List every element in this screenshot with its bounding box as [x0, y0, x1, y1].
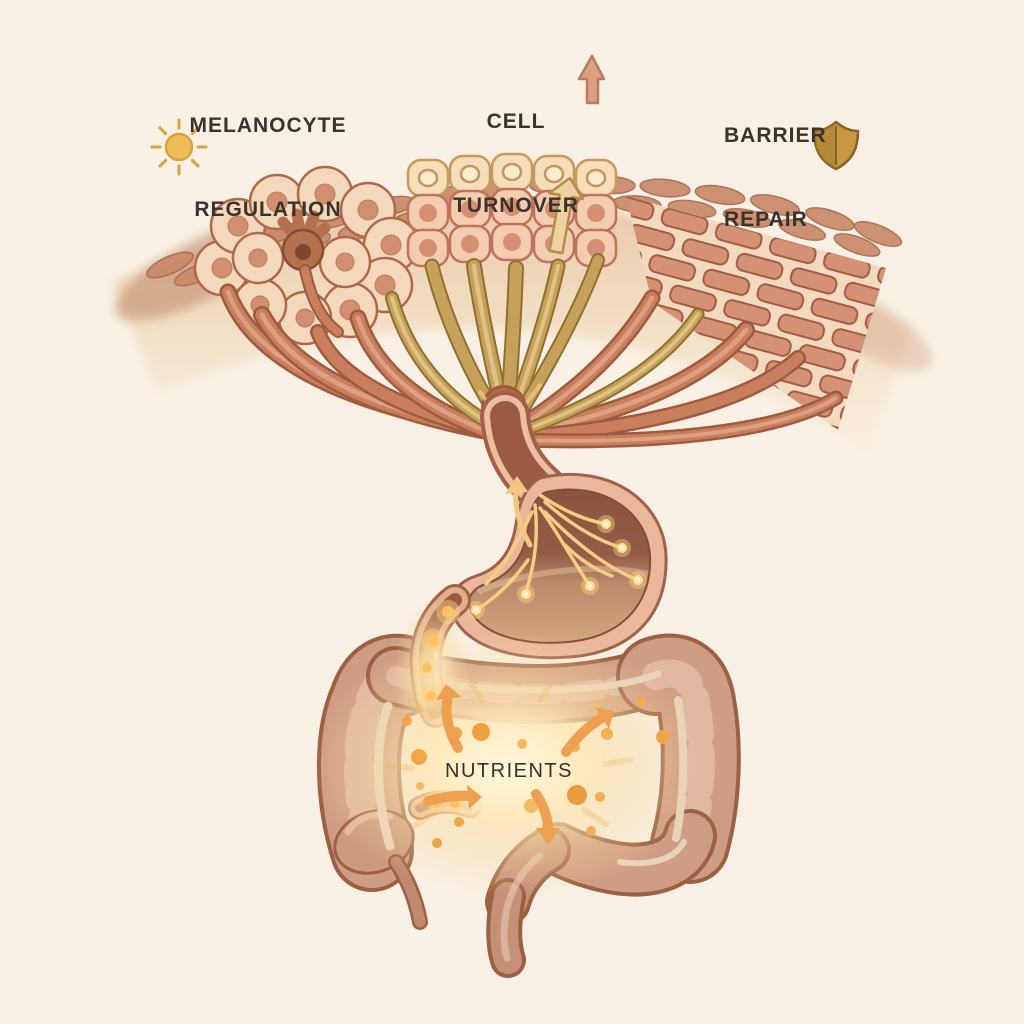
cell-turnover-skin-arrow: [548, 176, 584, 255]
skin-cross-section: [112, 152, 932, 452]
stomach: [449, 472, 668, 660]
label-cell-turnover-line2: TURNOVER: [453, 194, 579, 217]
esophagus-up-arrow: [505, 476, 533, 548]
sun-icon: [150, 118, 208, 176]
stomach-nerves: [474, 493, 640, 612]
brick-barrier: [626, 196, 886, 430]
up-arrow-icon: [577, 54, 606, 105]
nerve-glow-dots: [467, 515, 647, 619]
label-cell-turnover: CELL TURNOVER: [453, 52, 579, 248]
duodenum-glow-dots: [416, 600, 465, 813]
label-melanocyte-regulation: MELANOCYTE REGULATION: [190, 56, 347, 252]
label-melanocyte-line2: REGULATION: [194, 198, 342, 221]
nutrient-arrows: [423, 684, 614, 845]
label-nutrients: NUTRIENTS: [445, 760, 573, 782]
keratinocyte-grid: [406, 152, 618, 268]
melanocyte-cell: [277, 208, 331, 272]
label-barrier-line1: BARRIER: [724, 124, 827, 147]
label-cell-turnover-line1: CELL: [486, 110, 546, 133]
shield-icon: [812, 120, 860, 171]
label-barrier-line2: REPAIR: [724, 208, 808, 231]
label-barrier-repair: BARRIER REPAIR: [724, 66, 827, 262]
label-melanocyte-line1: MELANOCYTE: [189, 114, 347, 137]
melanocyte-cluster: [193, 165, 420, 346]
nutrient-dots: [402, 697, 670, 848]
